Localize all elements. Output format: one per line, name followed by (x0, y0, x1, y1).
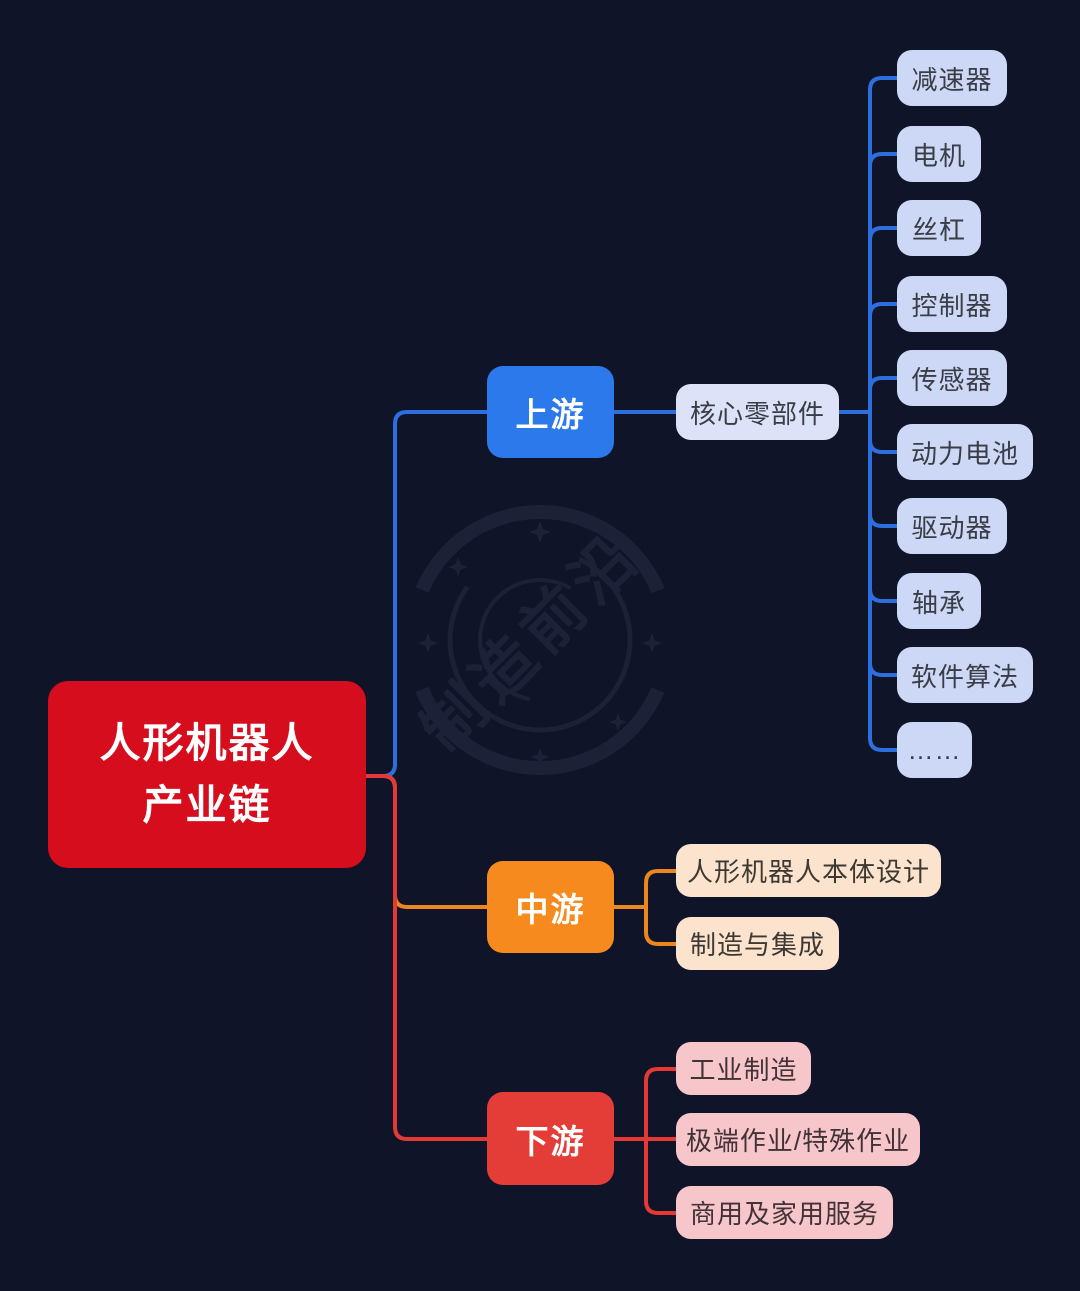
branch-label-midstream: 中游 (515, 891, 586, 928)
branch-node-downstream[interactable]: 下游 (487, 1092, 614, 1185)
root-title-line1: 人形机器人 (99, 720, 315, 766)
leaf-software-algorithm-label: 软件算法 (910, 661, 1019, 692)
branch-node-midstream[interactable]: 中游 (487, 861, 614, 953)
core-components-label: 核心零部件 (689, 398, 825, 429)
leaf-sensor-label: 传感器 (911, 364, 993, 395)
leaf-driver[interactable]: 驱动器 (897, 498, 1007, 554)
leaf-bearing-label: 轴承 (911, 587, 966, 618)
child-body-design[interactable]: 人形机器人本体设计 (676, 844, 941, 897)
leaf-controller[interactable]: 控制器 (897, 276, 1007, 332)
branch-label-downstream: 下游 (515, 1122, 586, 1160)
leaf-power-battery-label: 动力电池 (910, 438, 1019, 469)
leaf-motor-label: 电机 (911, 140, 966, 171)
leaf-ellipsis[interactable]: …… (897, 722, 972, 778)
connector-downstream (364, 774, 676, 1215)
child-manufacturing-integration-label: 制造与集成 (689, 930, 825, 960)
child-industrial-manufacturing[interactable]: 工业制造 (676, 1042, 811, 1095)
child-body-design-label: 人形机器人本体设计 (686, 857, 930, 887)
child-industrial-manufacturing-label: 工业制造 (689, 1055, 798, 1085)
branch-node-upstream[interactable]: 上游 (487, 366, 614, 458)
root-node[interactable]: 人形机器人 产业链 (48, 681, 366, 868)
watermark-sparkles (418, 521, 662, 766)
leaf-bearing[interactable]: 轴承 (897, 573, 981, 629)
child-manufacturing-integration[interactable]: 制造与集成 (676, 917, 839, 970)
leaf-power-battery[interactable]: 动力电池 (897, 424, 1033, 480)
child-extreme-special-operations[interactable]: 极端作业/特殊作业 (676, 1113, 920, 1166)
branch-label-upstream: 上游 (515, 396, 586, 433)
leaf-software-algorithm[interactable]: 软件算法 (897, 647, 1033, 703)
leaf-sensor[interactable]: 传感器 (897, 350, 1007, 406)
leaf-controller-label: 控制器 (911, 290, 993, 321)
child-core-components[interactable]: 核心零部件 (676, 384, 839, 440)
child-commercial-home-services-label: 商用及家用服务 (689, 1199, 879, 1229)
root-title-line2: 产业链 (142, 781, 272, 828)
leaf-motor[interactable]: 电机 (897, 126, 981, 182)
leaf-driver-label: 驱动器 (911, 512, 993, 543)
leaf-lead-screw[interactable]: 丝杠 (897, 200, 981, 256)
leaf-reducer-label: 减速器 (911, 64, 993, 95)
child-commercial-home-services[interactable]: 商用及家用服务 (676, 1186, 893, 1239)
watermark-logo: 制造前沿 (405, 505, 675, 775)
child-extreme-special-operations-label: 极端作业/特殊作业 (685, 1126, 911, 1156)
leaf-lead-screw-label: 丝杠 (911, 214, 966, 245)
leaf-ellipsis-label: …… (907, 734, 962, 765)
leaf-reducer[interactable]: 减速器 (897, 50, 1007, 106)
